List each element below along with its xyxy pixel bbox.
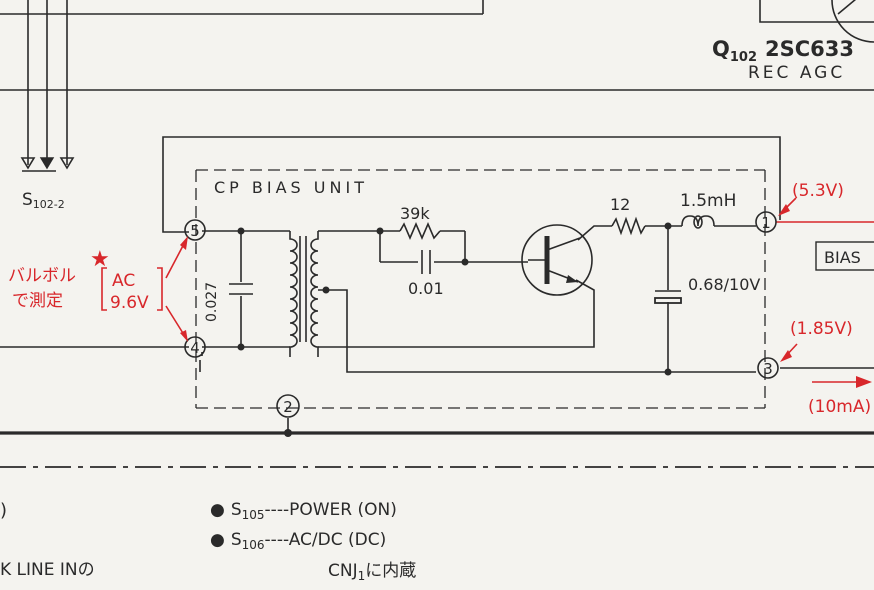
- resistor-12: 12: [610, 195, 646, 236]
- resistor-39k-label: 39k: [400, 204, 430, 223]
- resistor-12-label: 12: [610, 195, 630, 214]
- internal-wiring: [0, 221, 874, 433]
- resistor-39k: 39k: [399, 204, 441, 241]
- bias-output-box: BIAS: [815, 241, 874, 271]
- capacitor-0027: 0.027: [204, 231, 253, 347]
- capacitor-068: 0.68/10V: [654, 275, 760, 304]
- measurement-note: ★ バルボル で測定 AC 9.6V: [8, 236, 188, 342]
- transformer-symbol: [289, 231, 319, 357]
- q102-function-label: REC AGC: [748, 63, 845, 83]
- svg-text:1: 1: [761, 214, 771, 232]
- inductor-15mh: 1.5mH: [680, 191, 736, 229]
- junction-dots: [237, 222, 672, 437]
- outer-loop-wire: [162, 136, 781, 233]
- measure-ac: AC: [112, 271, 135, 291]
- measure-line2: で測定: [12, 291, 63, 311]
- switch-s102-2-symbol: [20, 157, 75, 172]
- svg-text:2: 2: [283, 398, 293, 416]
- svg-text:4: 4: [190, 339, 200, 357]
- top-left-wiring: S102-2: [0, 0, 874, 211]
- note-s106: ●S106----AC/DC (DC): [210, 530, 386, 552]
- terminal-5: 5: [184, 219, 206, 241]
- left-paren: ): [0, 500, 7, 521]
- switch-notes: ●S105----POWER (ON) ●S106----AC/DC (DC) …: [210, 500, 416, 583]
- bias-label: BIAS: [824, 248, 861, 267]
- inductor-15mh-label: 1.5mH: [680, 191, 736, 211]
- voltage-t1: (5.3V): [792, 181, 844, 201]
- svg-text:5: 5: [190, 222, 200, 240]
- measure-value: 9.6V: [110, 293, 149, 313]
- measure-line1: バルボル: [8, 266, 76, 286]
- current-annotation: (10mA): [808, 397, 871, 417]
- left-line-in: K LINE INの: [0, 560, 95, 580]
- note-s105: ●S105----POWER (ON): [210, 500, 397, 522]
- left-notes: ) K LINE INの: [0, 500, 95, 580]
- terminal-1: 1: [755, 211, 777, 233]
- svg-text:3: 3: [763, 360, 773, 378]
- measure-star: ★: [90, 247, 110, 272]
- note-cnj: CNJ1に内蔵: [328, 561, 416, 583]
- voltage-t3: (1.85V): [790, 319, 853, 339]
- capacitor-001: 0.01: [408, 250, 444, 298]
- transistor-symbol: [521, 224, 593, 296]
- cp-bias-unit-box: CP BIAS UNIT: [195, 169, 766, 409]
- terminal-2: 2: [276, 394, 300, 418]
- capacitor-068-label: 0.68/10V: [688, 275, 760, 294]
- terminal-4: 4: [184, 336, 206, 358]
- unit-label: CP BIAS UNIT: [214, 178, 368, 197]
- switch-s102-2-label: S102-2: [22, 190, 65, 211]
- capacitor-001-label: 0.01: [408, 279, 444, 298]
- terminal-3: 3: [757, 357, 779, 379]
- voltage-annotations: (5.3V) (1.85V) (10mA): [778, 181, 872, 417]
- capacitor-0027-label: 0.027: [204, 282, 220, 322]
